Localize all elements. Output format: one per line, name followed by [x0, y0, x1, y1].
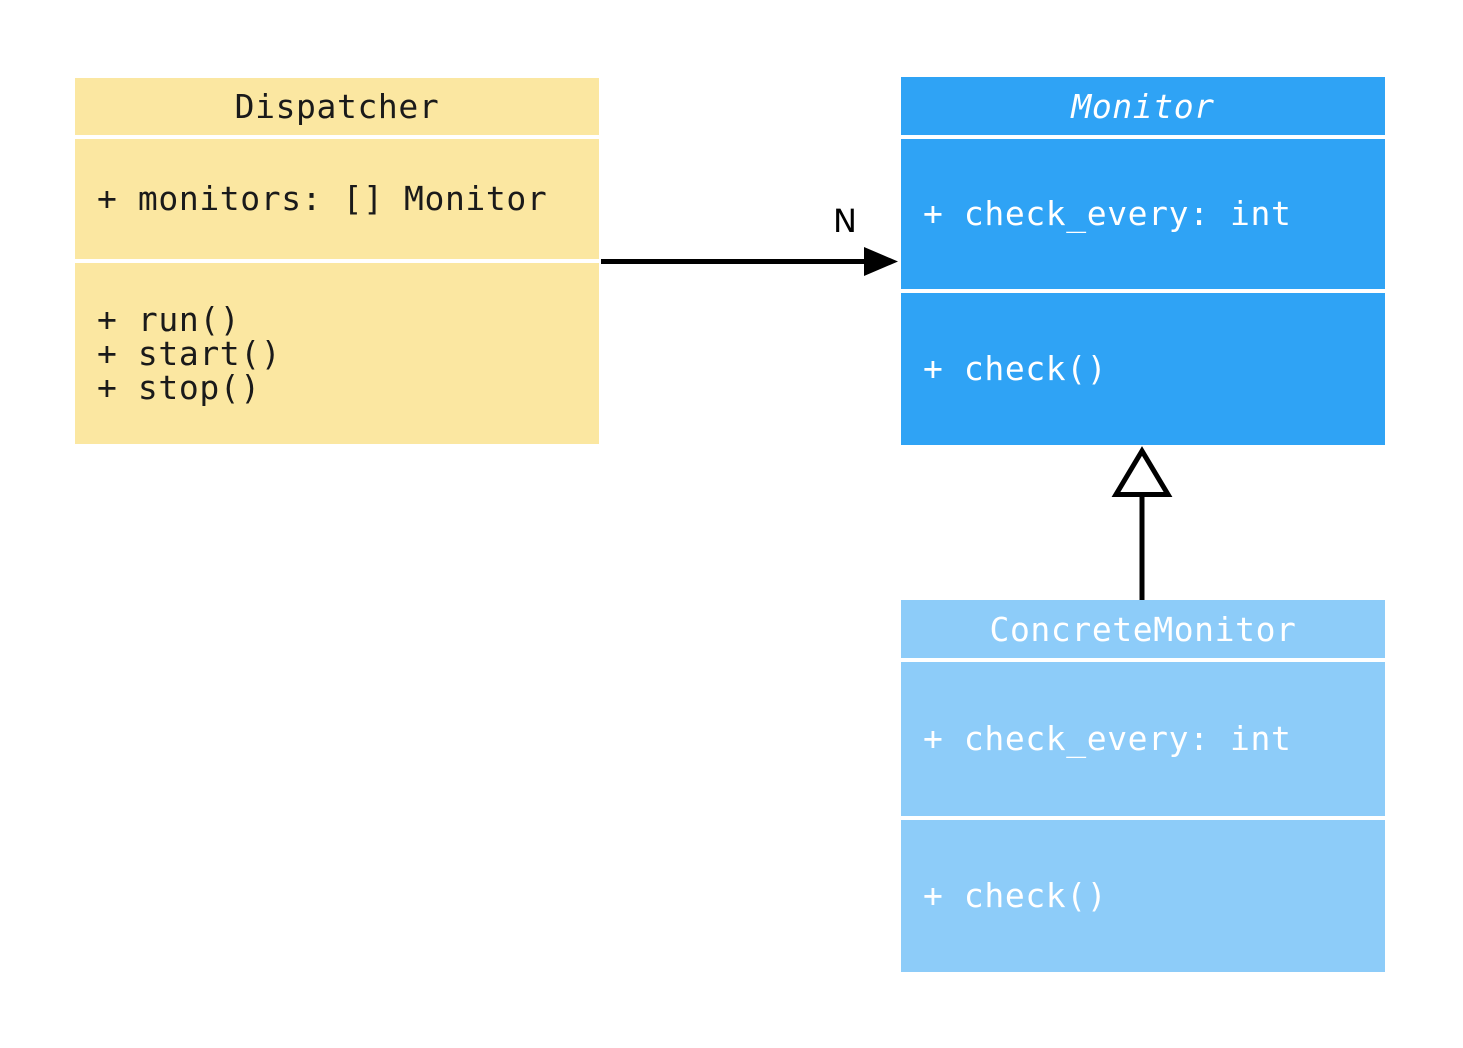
- class-methods-section: + run() + start() + stop(): [75, 263, 599, 444]
- method-item: + run(): [97, 299, 241, 339]
- inheritance-triangle-icon: [1111, 446, 1173, 497]
- class-box-concrete-monitor: ConcreteMonitor + check_every: int + che…: [901, 600, 1385, 972]
- class-attributes-section: + monitors: [] Monitor: [75, 139, 599, 259]
- arrowhead-icon: [864, 247, 898, 276]
- class-box-dispatcher: Dispatcher + monitors: [] Monitor + run(…: [75, 78, 599, 444]
- method-item: + check(): [923, 876, 1108, 915]
- attribute-item: + monitors: [] Monitor: [97, 179, 548, 218]
- association-arrow: [601, 247, 898, 276]
- class-title-section: ConcreteMonitor: [901, 600, 1385, 658]
- method-item: + start(): [97, 333, 282, 373]
- class-attributes-section: + check_every: int: [901, 662, 1385, 816]
- multiplicity-label: N: [833, 202, 857, 240]
- class-title: Dispatcher: [234, 87, 440, 126]
- method-item: + stop(): [97, 367, 261, 407]
- class-box-monitor: Monitor + check_every: int + check(): [901, 77, 1385, 445]
- class-methods-section: + check(): [901, 820, 1385, 972]
- class-title-section: Dispatcher: [75, 78, 599, 135]
- inheritance-connector: [1111, 446, 1173, 600]
- class-methods-section: + check(): [901, 293, 1385, 445]
- class-title-section: Monitor: [901, 77, 1385, 135]
- attribute-item: + check_every: int: [923, 194, 1292, 233]
- attribute-item: + check_every: int: [923, 719, 1292, 758]
- class-title: ConcreteMonitor: [989, 609, 1297, 649]
- class-attributes-section: + check_every: int: [901, 139, 1385, 289]
- class-title: Monitor: [1071, 86, 1215, 126]
- method-item: + check(): [923, 349, 1108, 388]
